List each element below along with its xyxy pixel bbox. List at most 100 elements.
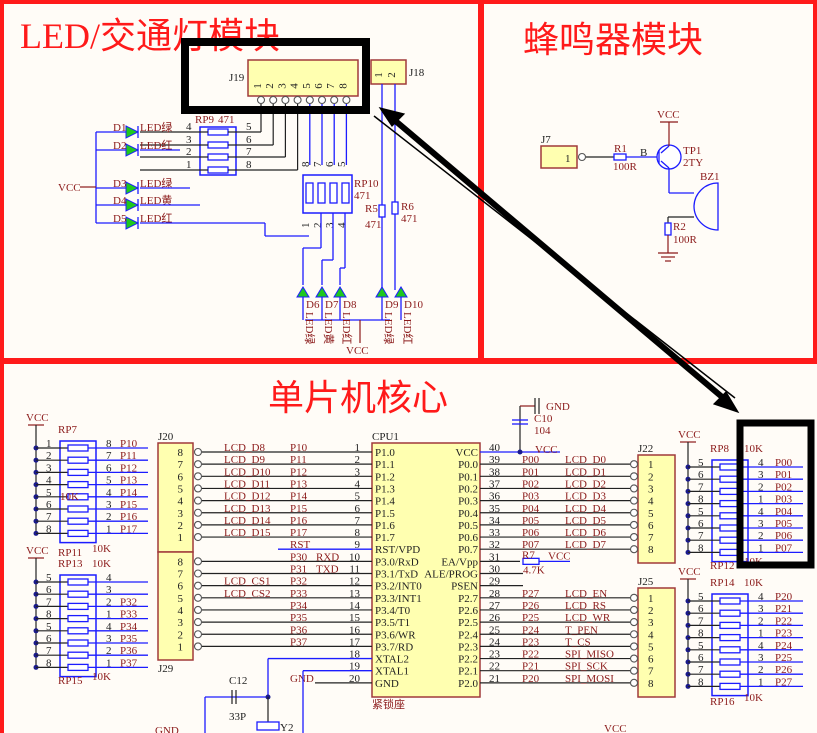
connector-pin-number: 4 (178, 496, 184, 508)
cpu-label: CPU1 (372, 431, 399, 443)
resistor (719, 670, 741, 678)
rp9-left-pin: 2 (186, 146, 192, 158)
pack-pin-number: 5 (46, 572, 52, 584)
connector-pin-number: 1 (178, 532, 184, 544)
cpu-pin-number: 27 (489, 600, 501, 612)
cpu-pin-number: 32 (489, 539, 500, 551)
rp9-resistor (207, 166, 229, 174)
resistor (67, 456, 89, 464)
net-label-port: P02 (522, 478, 539, 490)
pull-up-net: P37 (120, 657, 138, 669)
pack-label-top: RP8 (710, 443, 729, 455)
cpu-pin-name: P3.4/T0 (375, 605, 411, 617)
pull-up-net: P21 (775, 603, 792, 615)
cpu-pin-name: PSEN (451, 581, 478, 593)
pack-pin-number: 2 (758, 530, 764, 542)
cpu-pin-name: P1.1 (375, 459, 395, 471)
gnd-label: GND (155, 725, 179, 733)
led-diode-icon (296, 286, 310, 298)
pack-label-bottom: RP16 (710, 696, 735, 708)
net-label-port: P33 (290, 588, 308, 600)
cpu-pin-number: 14 (349, 600, 361, 612)
cpu-pin-name: P1.3 (375, 483, 395, 495)
net-label-lcd: LCD_D14 (224, 515, 271, 527)
resistor-pack (711, 593, 749, 697)
net-label-port: P22 (522, 649, 539, 661)
net-label-lcd: LCD_D13 (224, 503, 271, 515)
cpu-pin-number: 2 (355, 454, 361, 466)
connector-pin-number: 1 (648, 459, 654, 471)
net-label-port: P06 (522, 527, 540, 539)
r1-label: R1 (614, 143, 627, 155)
net-label-port: P17 (290, 527, 308, 539)
wire (660, 145, 670, 154)
net-label-port: P12 (290, 466, 307, 478)
pack-label-top: RP13 (58, 558, 83, 570)
pack-pin-number: 6 (46, 633, 52, 645)
net-label-port: P16 (290, 515, 308, 527)
base-net-label: B (640, 147, 647, 159)
pack-label-bottom: RP12 (710, 560, 734, 572)
tp1-label: TP1 (683, 145, 701, 157)
pull-up-net: P17 (120, 523, 138, 535)
connector-pin-number: 3 (648, 617, 654, 629)
net-label-lcd: LCD_D12 (224, 491, 270, 503)
cpu-pin-name: VCC (455, 447, 478, 459)
j18-pin-number: 2 (386, 72, 398, 78)
border-right (813, 0, 817, 362)
cpu-pin-name: P1.4 (375, 496, 395, 508)
net-label-port: P05 (522, 515, 540, 527)
j19-pin-terminal (330, 95, 339, 105)
connector-terminal (193, 630, 203, 639)
connector-terminal (629, 618, 639, 627)
j19-pin-number: 6 (313, 83, 325, 89)
led-name: LED黄 (322, 312, 336, 344)
net-label-lcd: LCD_EN (565, 588, 607, 600)
cpu-pin-name: P1.7 (375, 532, 395, 544)
border-top (0, 0, 817, 4)
led-ref: D6 (306, 299, 320, 311)
rp9-right-pin: 8 (246, 159, 252, 171)
junction-dot (517, 449, 523, 455)
connector-pin-number: 6 (178, 581, 184, 593)
pack-label-bottom: RP15 (58, 675, 83, 687)
cpu-footer: 紧锁座 (372, 697, 405, 711)
pull-up-net: P32 (120, 596, 137, 608)
net-label-port: P03 (522, 491, 540, 503)
connector-pin-number: 4 (648, 496, 654, 508)
net-label-lcd: LCD_WR (565, 612, 611, 624)
cpu-pin-number: 7 (355, 515, 361, 527)
rp10-resistor (329, 182, 338, 204)
j19-pin-number: 5 (301, 83, 313, 89)
cpu-pin-number: 5 (355, 491, 361, 503)
r5-resistor (378, 204, 386, 218)
cpu-pin-name: P2.2 (458, 654, 478, 666)
pack-pin-number: 3 (758, 469, 764, 481)
rp9-resistor-pack (199, 126, 237, 176)
pack-pin-number: 4 (758, 591, 764, 603)
pack-pin-number: 5 (698, 457, 704, 469)
net-label-port: P13 (290, 478, 308, 490)
connector-terminal (193, 447, 203, 457)
rp10-bottom-pin: 1 (300, 223, 312, 229)
cpu-pin-name: XTAL1 (375, 666, 409, 678)
cpu-pin-name: P1.0 (375, 447, 395, 459)
connector-terminal (629, 496, 639, 505)
rp9-right-pin: 5 (246, 121, 252, 133)
vcc-label: VCC (678, 429, 701, 441)
pack-pin-number: 8 (698, 676, 704, 688)
cpu-pin-number: 15 (349, 612, 361, 624)
j22-label: J22 (638, 443, 653, 455)
pack-pin-number: 6 (46, 584, 52, 596)
cpu-pin-number: 29 (489, 576, 501, 588)
resistor (719, 633, 741, 642)
pull-up-net: P03 (775, 494, 793, 506)
pull-up-net: P01 (775, 469, 792, 481)
cpu-chip (371, 442, 481, 698)
pack-value-bottom: 10K (92, 543, 111, 555)
net-label-port: P25 (522, 612, 540, 624)
j18-pin-number: 1 (373, 72, 385, 78)
pack-pin-number: 5 (698, 591, 704, 603)
resistor (719, 597, 741, 605)
